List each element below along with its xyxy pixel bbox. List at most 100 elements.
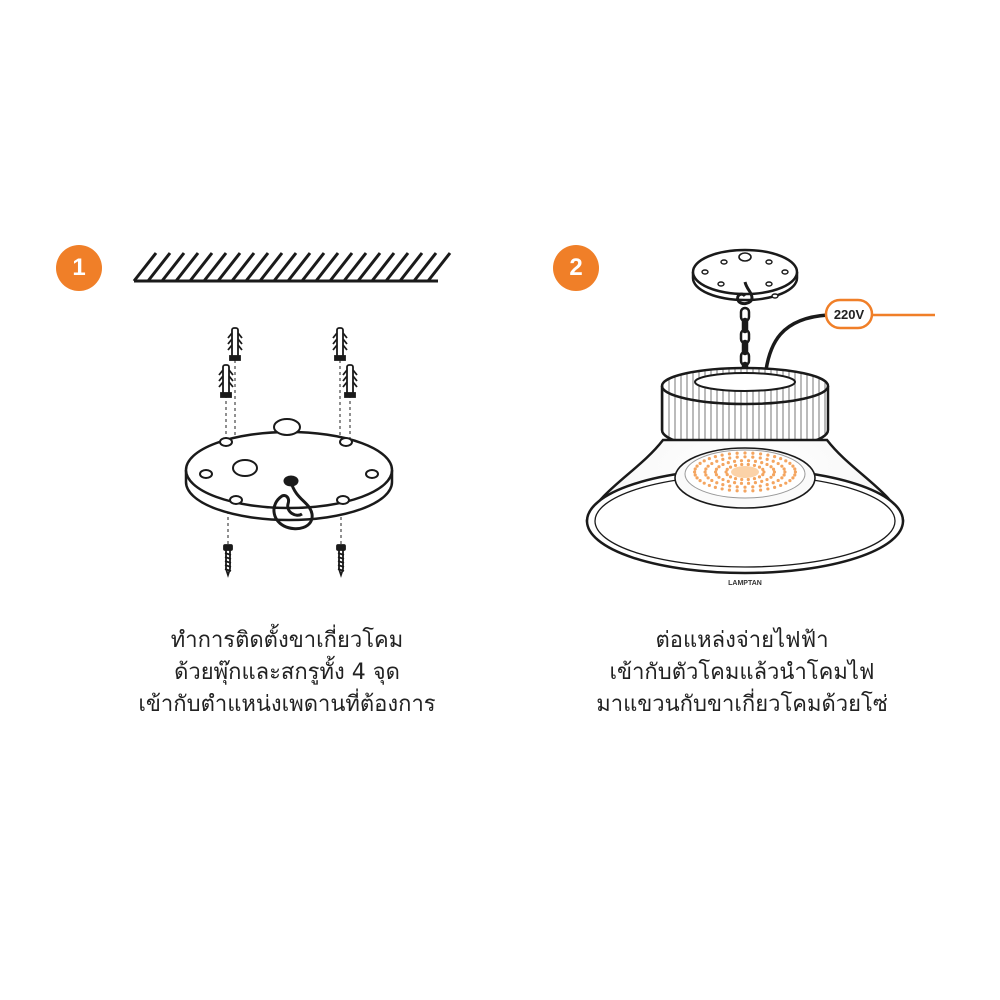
led-dot <box>715 459 719 463</box>
led-dot <box>761 472 765 477</box>
hatch-line <box>244 252 270 282</box>
brand-label: LAMPTAN <box>728 580 762 587</box>
led-dot <box>726 461 730 465</box>
hatch-line <box>272 252 298 282</box>
led-dot <box>765 462 769 467</box>
led-dot <box>765 457 769 461</box>
step-1-caption-line-1: ทำการติดตั้งขาเกี่ยวโคม <box>170 628 404 653</box>
led-dot <box>728 475 733 479</box>
led-dot <box>757 465 762 469</box>
led-dot <box>707 483 711 488</box>
led-dot <box>779 483 783 488</box>
led-dot <box>702 459 706 463</box>
led-dot <box>695 464 699 468</box>
led-dot <box>771 481 775 485</box>
led-dot <box>752 463 757 468</box>
led-dot <box>702 481 706 485</box>
hatch-line <box>146 252 172 282</box>
wall-anchor-icon <box>332 327 348 361</box>
led-dot <box>769 465 773 469</box>
led-dot <box>757 475 762 479</box>
step-2-number: 2 <box>569 254 583 281</box>
led-dot <box>758 452 763 456</box>
hatch-line <box>216 252 242 282</box>
led-dot <box>782 473 786 477</box>
led-dot <box>698 479 702 483</box>
screw-icon <box>223 544 233 578</box>
step-2-badge: 2 <box>553 245 599 291</box>
led-dot <box>714 473 719 477</box>
hatch-line <box>314 252 340 282</box>
hook-2-icon <box>736 281 754 306</box>
screw-icon <box>336 544 346 578</box>
led-dot <box>720 453 724 457</box>
step-2-caption-line-2: เข้ากับตัวโคมแล้วนำโคมไฟ <box>609 660 875 685</box>
hatch-line <box>230 252 256 282</box>
led-dot <box>740 477 744 482</box>
hatch-line <box>300 252 326 282</box>
led-dot <box>735 455 739 459</box>
led-dot <box>693 473 697 477</box>
led-dot <box>739 459 744 463</box>
led-dot <box>721 477 725 482</box>
high-bay-lamp-icon: LAMPTAN <box>585 366 905 587</box>
led-dot <box>779 456 783 461</box>
led-dot <box>743 489 747 493</box>
led-dot <box>780 476 784 480</box>
led-dot <box>733 476 738 481</box>
step-1-badge: 1 <box>56 245 102 291</box>
step-2-caption-line-3: มาแขวนกับขาเกี่ยวโคมด้วยโซ่ <box>596 692 888 717</box>
led-dot <box>771 467 776 471</box>
led-dot <box>772 470 777 474</box>
led-dot <box>758 484 762 488</box>
led-dot <box>703 470 707 474</box>
led-dot <box>771 473 776 477</box>
led-dot <box>758 456 762 460</box>
led-dot <box>720 487 724 491</box>
chain-link <box>741 317 749 334</box>
led-dot <box>771 459 775 463</box>
voltage-callout: 220V <box>824 298 935 330</box>
led-dot <box>727 452 732 456</box>
led-dot <box>713 455 717 459</box>
led-dot <box>717 465 721 469</box>
led-dot <box>732 481 737 485</box>
led-dot <box>732 459 737 463</box>
led-dot <box>721 462 725 467</box>
led-dot <box>793 470 798 474</box>
power-cable-icon <box>764 313 829 371</box>
led-dot <box>751 455 755 459</box>
led-dot <box>793 473 797 477</box>
led-dot <box>762 470 766 474</box>
led-dot <box>791 464 795 468</box>
led-dot <box>751 451 755 455</box>
chain-link <box>741 339 749 356</box>
led-dot <box>769 475 773 479</box>
led-dot <box>735 485 739 489</box>
led-dot <box>728 484 732 488</box>
wall-anchor-icon <box>218 364 234 398</box>
chain-icon <box>739 306 751 378</box>
led-dot <box>751 485 755 489</box>
hatch-line <box>384 252 410 282</box>
led-dot <box>743 451 747 455</box>
led-dot <box>704 473 708 477</box>
led-dot <box>791 476 795 480</box>
led-dot <box>784 459 788 463</box>
led-dot <box>766 487 770 491</box>
wall-anchor-icon <box>227 327 243 361</box>
led-dot <box>776 478 780 483</box>
led-dot <box>728 456 732 460</box>
hatch-line <box>188 252 214 282</box>
hatch-line <box>412 252 438 282</box>
hatch-line <box>258 252 284 282</box>
led-dot <box>721 483 725 487</box>
hook-icon <box>272 475 314 531</box>
hatch-line <box>202 252 228 282</box>
led-dot <box>739 481 744 485</box>
led-dot <box>717 475 721 479</box>
led-dot <box>713 485 717 489</box>
hatch-line <box>342 252 368 282</box>
led-dot <box>733 463 738 468</box>
